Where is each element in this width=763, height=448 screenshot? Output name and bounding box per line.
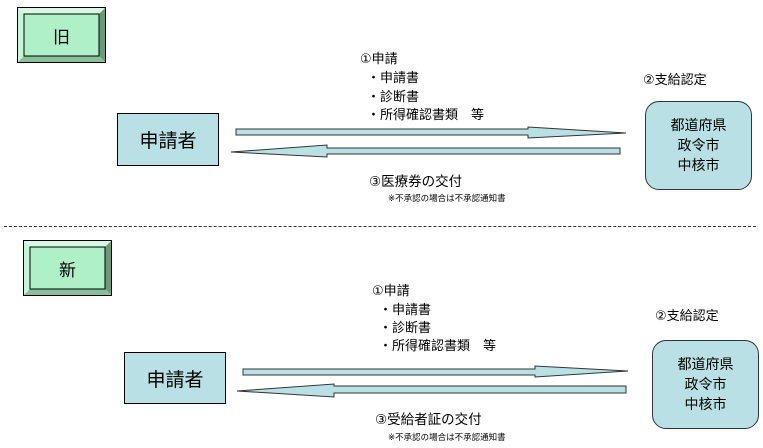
issue-arrow [230, 144, 621, 158]
step1-item: ・診断書 [379, 321, 432, 336]
authority-box: 都道府県 政令市 中核市 [645, 101, 752, 190]
step1-item: ・所得確認書類 等 [367, 108, 485, 123]
step1-item: ・診断書 [367, 90, 420, 105]
old-system-label: 旧 [17, 7, 106, 63]
bevel-frame [17, 7, 106, 63]
step3-title: ③受給者証の交付 [375, 412, 482, 428]
authority-line: 中核市 [677, 157, 720, 174]
issue-arrow [236, 383, 627, 398]
step1-item: ・申請書 [379, 303, 432, 318]
step3-note: ※不承認の場合は不承認通知書 [388, 194, 506, 204]
step1-title: ①申請 [372, 284, 410, 299]
step1-title: ①申請 [360, 52, 398, 67]
old-label-text: 旧 [53, 27, 70, 48]
step3-note: ※不承認の場合は不承認通知書 [388, 433, 506, 443]
new-system-label: 新 [23, 240, 112, 296]
authority-line: 政令市 [684, 376, 727, 393]
request-arrow [242, 365, 629, 378]
authority-line: 政令市 [677, 137, 720, 154]
section-divider [4, 226, 756, 227]
step2-title: ②支給認定 [643, 73, 707, 88]
authority-line: 都道府県 [670, 117, 727, 134]
authority-line: 中核市 [684, 396, 727, 413]
step3-title: ③医療券の交付 [369, 174, 463, 190]
authority-line: 都道府県 [677, 356, 734, 373]
step2-title: ②支給認定 [655, 309, 719, 324]
new-label-text: 新 [59, 260, 76, 281]
authority-box: 都道府県 政令市 中核市 [652, 340, 759, 429]
step1-item: ・申請書 [367, 71, 420, 86]
bevel-frame [23, 240, 112, 296]
applicant-box: 申請者 [117, 113, 219, 166]
request-arrow [235, 126, 627, 139]
step1-item: ・所得確認書類 等 [379, 339, 497, 354]
applicant-box: 申請者 [124, 352, 226, 404]
